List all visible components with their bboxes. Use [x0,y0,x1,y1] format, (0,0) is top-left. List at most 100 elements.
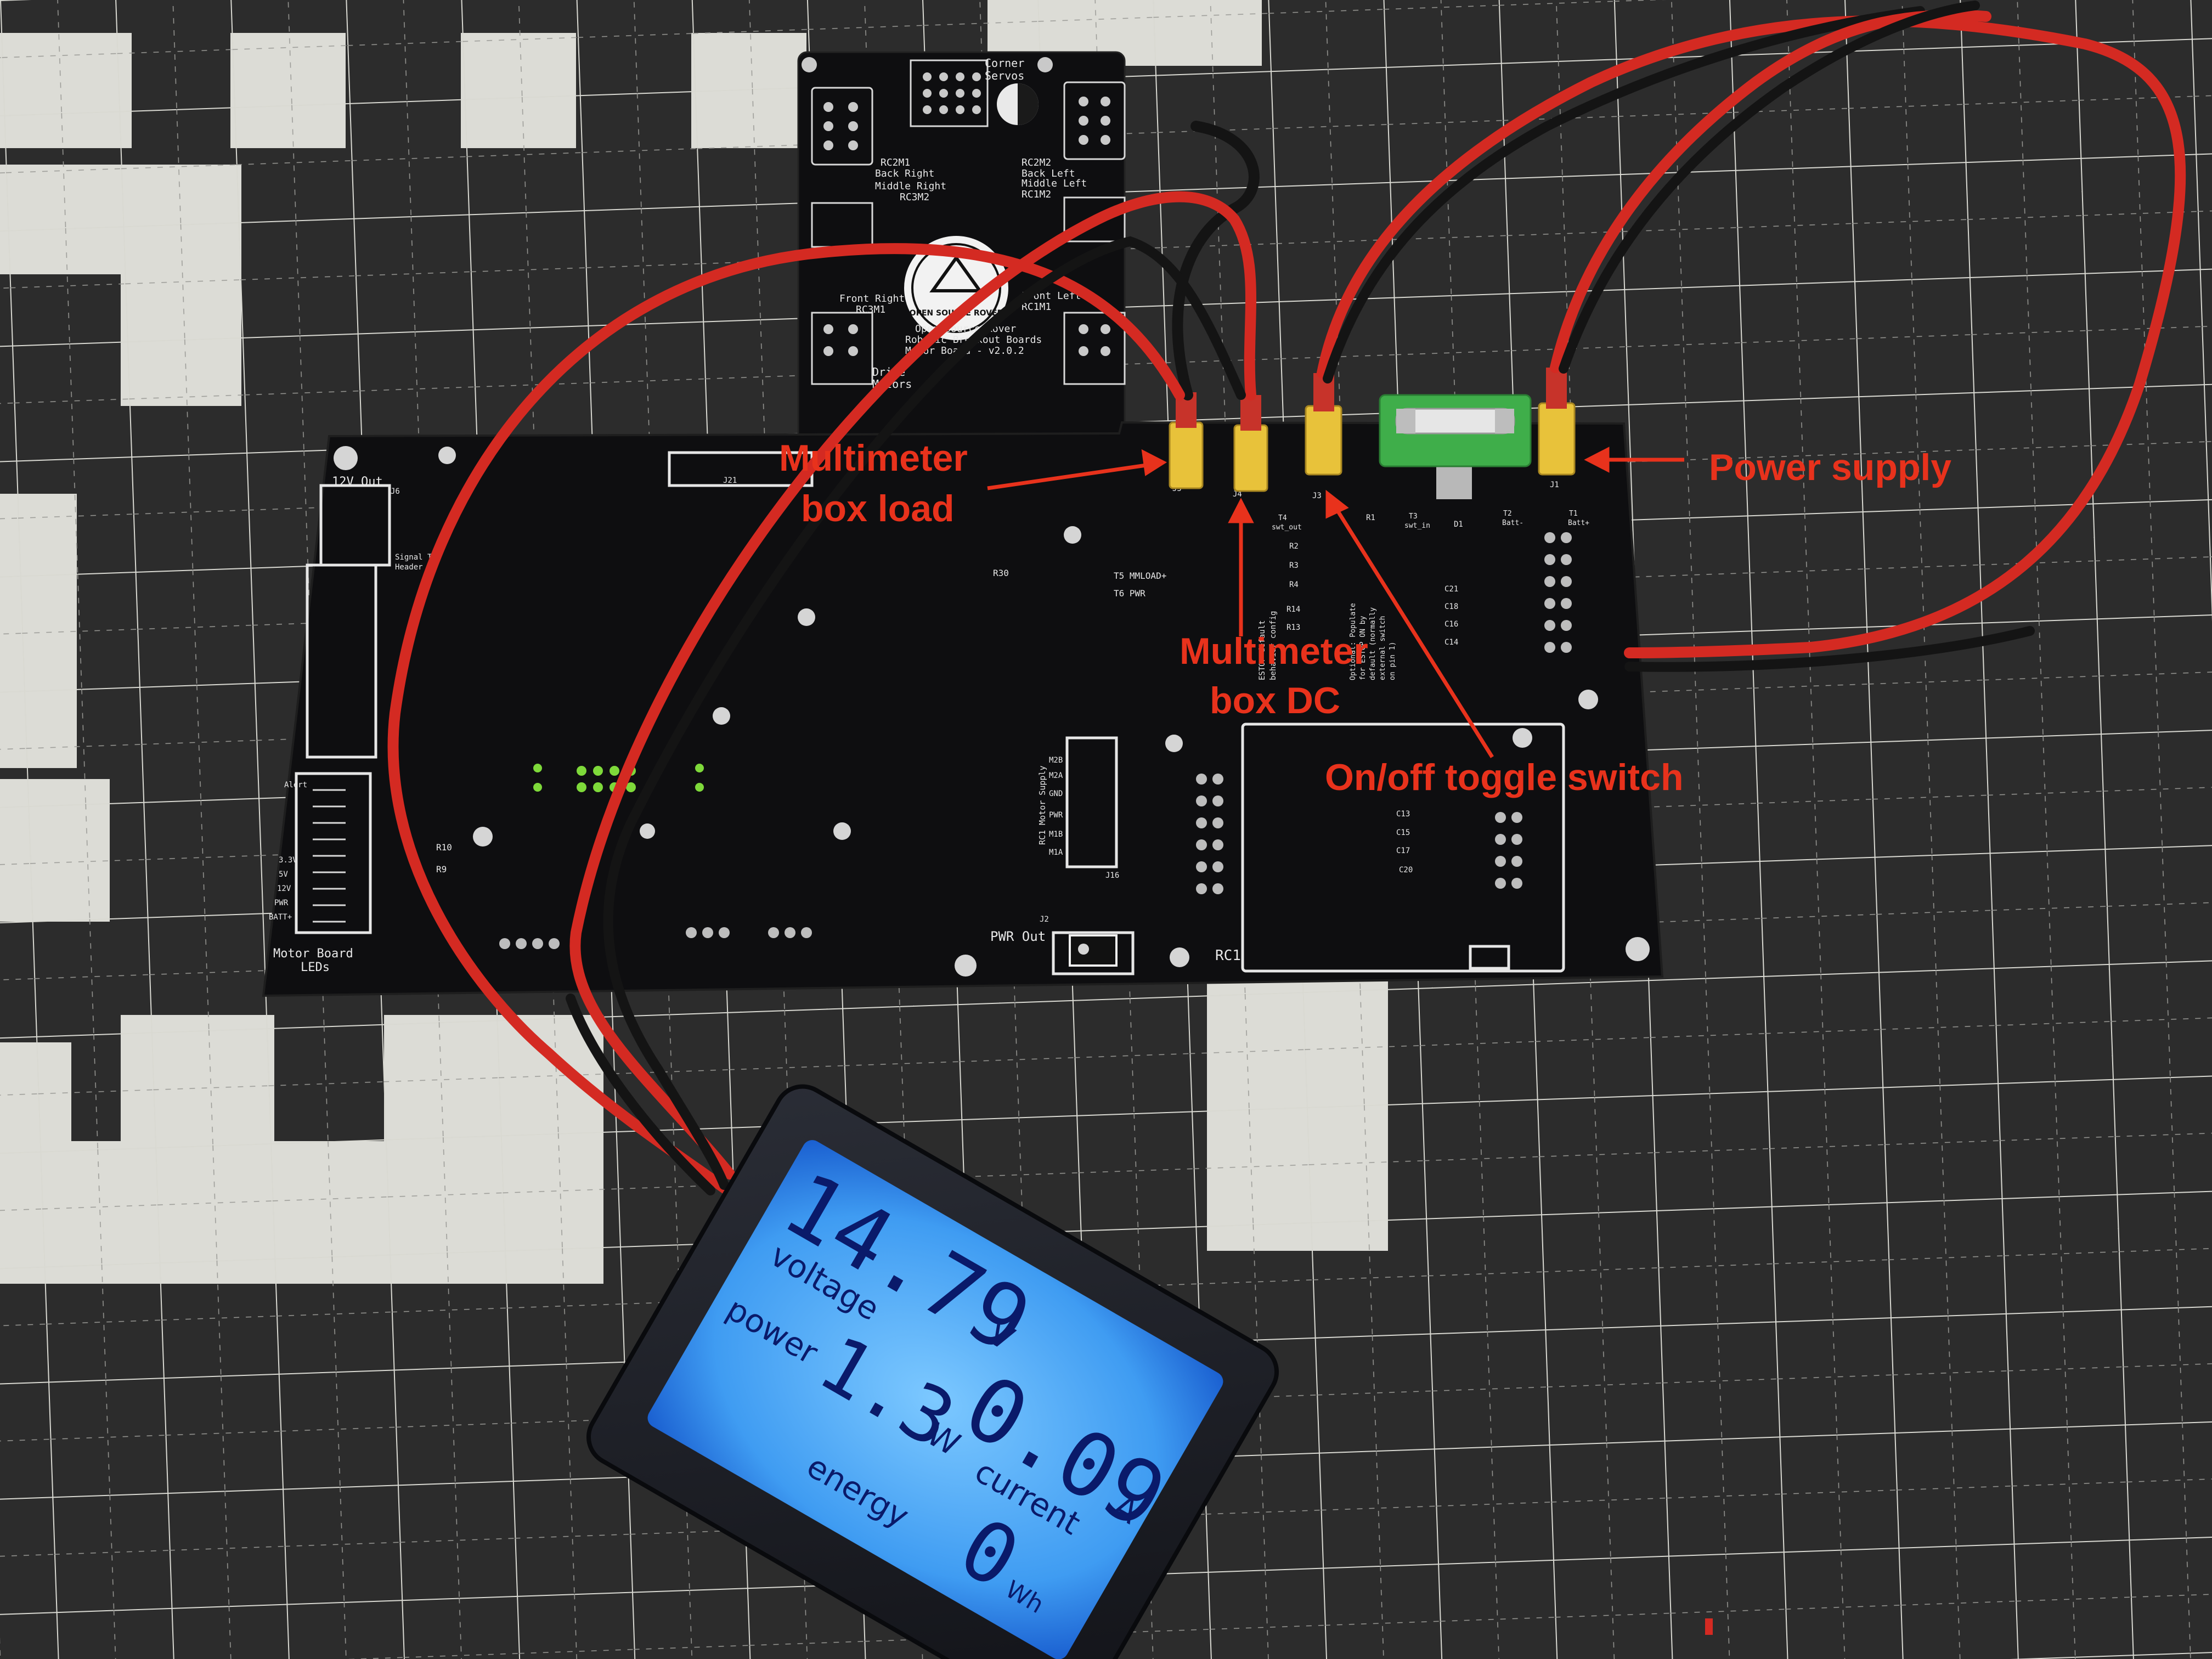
signal-header-2: Header [395,563,423,572]
r9-label: R9 [436,864,447,874]
annotation-toggle-switch: On/off toggle switch [1325,757,1684,798]
j6-label: J6 [391,487,400,496]
swt-out-label: swt_out [1272,523,1302,532]
annotations: Multimeter box load Multimeter box DC On… [779,437,1951,798]
wire-black-2 [603,236,1246,1190]
annotation-power-supply: Power supply [1709,447,1951,488]
annotation-multimeter-dc-2: box DC [1210,680,1340,721]
through-hole-pads [499,532,1572,949]
rc1-supply-label: RC1 Motor Supply [1037,766,1047,845]
r14-label: R14 [1286,605,1300,614]
c20-label: C20 [1399,866,1413,874]
c13-label: C13 [1396,810,1410,819]
batt-minus-label: Batt- [1502,519,1523,527]
t6-label: T6 PWR [1114,588,1146,599]
main-board: 12V Out Signal Ter Header Motor Board LE… [262,421,1664,997]
pcb-silkscreen: 12V Out Signal Ter Header Motor Board LE… [269,475,1589,974]
rc2m1-label: RC2M1 [881,157,910,168]
rc1-label: RC1 [1215,947,1241,964]
wire-red-1 [387,243,1185,1201]
board-outlines [295,451,1565,975]
lcd-screen [647,1140,1223,1659]
batt-plus-label: Batt+ [1568,519,1589,527]
pwr-out-terminal [1069,934,1118,967]
t5-label: T5 MMLOAD+ [1114,571,1166,581]
motor-board-pads [802,57,1110,356]
wire-black-5 [1559,1,1980,374]
r1-label: R1 [1366,514,1375,522]
r3-label: R3 [1289,561,1299,570]
leds-label-1: Motor Board [273,947,353,961]
wire-red-3 [1317,15,2186,658]
led-resistor-ladder [313,789,346,923]
rc1-pin-m1a: M1A [1049,848,1063,857]
estop-opt-2: for ESTOP ON by [1359,616,1367,680]
rc3m1-label: RC3M1 [856,304,885,315]
out12v-label: 12V Out [332,475,383,489]
led-3v3: 3.3V [279,856,297,865]
c14-label: C14 [1444,638,1458,647]
j2-label: J2 [1040,915,1049,924]
back-left-label: Back Left [1022,168,1075,179]
back-right-label: Back Right [875,168,934,179]
estop-opt-5: on pin 1) [1389,642,1397,680]
pwr-out-label: PWR Out [990,929,1046,944]
annotation-multimeter-load-2: box load [801,488,955,529]
j21-label: J21 [723,476,737,485]
c16-label: C16 [1444,620,1458,629]
power-meter: 14.79 V voltage 0.09 A current power 1.3… [586,1084,1279,1659]
annotation-multimeter-dc-1: Multimeter [1180,630,1368,672]
rc1-pin-m2a: M2A [1049,771,1063,780]
leds-label-2: LEDs [301,961,330,974]
c18-label: C18 [1444,602,1458,611]
capacitor [997,83,1039,125]
rc2m2-label: RC2M2 [1022,157,1051,168]
wire-black-3 [566,994,715,1195]
r13-label: R13 [1286,623,1300,632]
t2-label: T2 [1503,510,1512,518]
wires [387,1,2186,1201]
mid-left-label: Middle Left [1022,178,1087,189]
wire-black-6 [1624,626,2035,672]
annotation-arrows [987,447,1684,758]
t3-label: T3 [1409,512,1418,521]
t4-label: T4 [1278,514,1287,522]
led-5v: 5V [279,870,288,879]
t1-label: T1 [1569,510,1578,518]
mounting-holes [334,446,1650,977]
c21-label: C21 [1444,585,1458,594]
fuse-holder [1379,394,1532,467]
rc1-pin-m2b: M2B [1049,756,1063,765]
regulator [1436,466,1472,499]
corner-label-2: Servos [985,69,1024,82]
led-batt: BATT+ [269,913,292,922]
front-right-label: Front Right [839,293,905,304]
d1-label: D1 [1454,520,1463,529]
rc1-pin-m1b: M1B [1049,830,1063,839]
estop-line-2: behavior config [1269,611,1278,680]
rc1m1-label: RC1M1 [1022,301,1051,313]
wire-black-4 [1323,6,1925,383]
r30-label: R30 [993,568,1009,578]
rc1-pin-gnd: GND [1049,789,1063,798]
j1-label: J1 [1550,481,1559,489]
r4-label: R4 [1289,580,1299,589]
c15-label: C15 [1396,828,1410,837]
swt-in-label: swt_in [1404,522,1430,530]
j3-label: J3 [1312,492,1322,500]
rc3m2-label: RC3M2 [900,191,929,203]
connector-j1 [1538,368,1576,476]
corner-label-1: Corner [985,57,1024,70]
osr-logo: OPEN SOURCE ROVER [904,236,1008,340]
estop-opt-3: default (normally [1369,607,1377,680]
led-alert: Alert [284,781,307,789]
led-12v: 12V [277,884,291,893]
estop-opt-1: Optional: Populate [1349,603,1357,680]
mid-right-label: Middle Right [875,180,946,192]
led-pwr: PWR [274,899,289,907]
j16-label: J16 [1105,871,1119,880]
wire-red-2 [569,191,1256,1180]
loose-pin [1705,1618,1713,1635]
c17-label: C17 [1396,847,1410,855]
